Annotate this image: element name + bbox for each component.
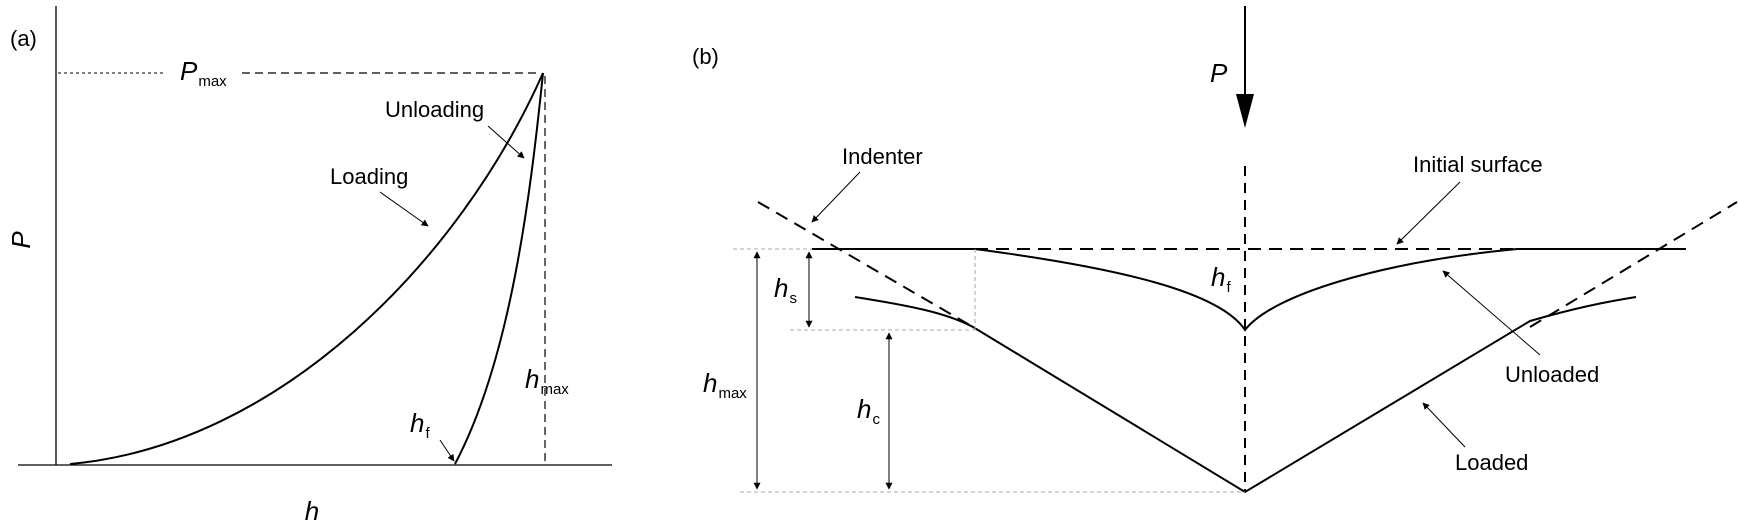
- panel-b-label: (b): [692, 44, 719, 69]
- x-axis-label: h: [305, 496, 319, 524]
- indenter-label: Indenter: [842, 144, 923, 169]
- unloading-label: Unloading: [385, 97, 484, 122]
- y-axis-label: P: [6, 231, 36, 249]
- loading-pointer: [379, 191, 429, 227]
- panel-a: (a) P h Pmax hmax Loading Unloading hf: [6, 6, 612, 526]
- panel-a-label: (a): [10, 26, 37, 51]
- hc-label: hc: [857, 394, 880, 428]
- force-arrow-head: [1236, 94, 1254, 128]
- loaded-pointer: [1422, 402, 1466, 448]
- hf-pointer-a: [439, 439, 455, 462]
- indenter-right-face: [1529, 201, 1738, 328]
- unloading-curve: [454, 72, 544, 465]
- hmax-label-b: hmax: [703, 368, 747, 402]
- loaded-profile: [854, 296, 1637, 494]
- initial-surface-label: Initial surface: [1413, 152, 1543, 177]
- pmax-label: Pmax: [180, 56, 227, 90]
- unloaded-pointer: [1442, 270, 1541, 356]
- hs-label: hs: [774, 273, 797, 307]
- indenter-left-face: [757, 201, 974, 328]
- unloaded-label: Unloaded: [1505, 362, 1599, 387]
- loading-label: Loading: [330, 164, 408, 189]
- loaded-label: Loaded: [1455, 450, 1528, 475]
- force-label: P: [1210, 58, 1228, 88]
- unloaded-profile: [974, 248, 1518, 332]
- hf-label-a: hf: [410, 408, 430, 442]
- hmax-label: hmax: [525, 364, 569, 398]
- unloading-pointer: [487, 125, 525, 159]
- loading-curve: [69, 72, 544, 465]
- initial-surface-pointer: [1396, 181, 1461, 245]
- hf-label-b: hf: [1211, 262, 1231, 296]
- panel-b: (b) P hmax hs hc hf Indenter: [692, 6, 1738, 494]
- indenter-pointer: [811, 171, 861, 223]
